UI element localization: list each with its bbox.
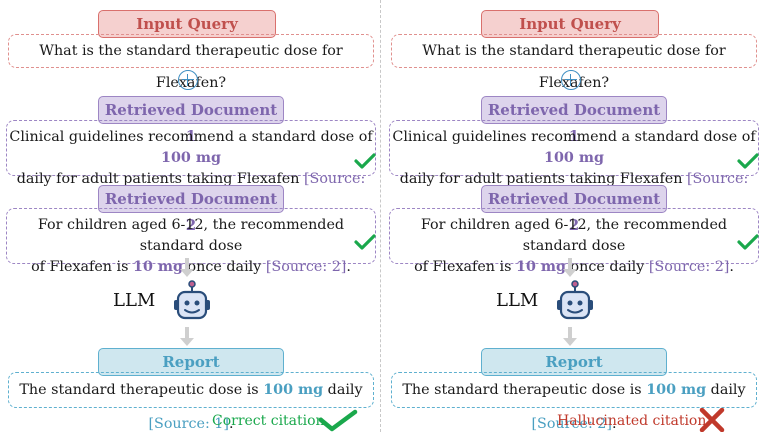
report-header: Report — [481, 348, 667, 376]
document-2-line-1: For children aged 6-12, the recommended … — [420, 217, 728, 254]
document-2-line-1: For children aged 6-12, the recommended … — [37, 217, 345, 254]
robot-icon — [557, 280, 593, 320]
llm-label: LLM — [496, 290, 539, 311]
citation: [Source: 2] — [648, 259, 730, 275]
document-2-line-2: of Flexafen is 10 mg once daily [Source:… — [414, 259, 734, 275]
verdict-label: Hallucinated citation — [557, 413, 707, 429]
report-box: The standard therapeutic dose is 100 mg … — [8, 372, 374, 432]
report-box: The standard therapeutic dose is 100 mg … — [391, 372, 757, 432]
document-1-line-1: Clinical guidelines recommend a standard… — [392, 129, 756, 166]
panel-hallucinated: Input Query What is the standard therape… — [383, 0, 761, 432]
dose-highlight: 10 mg — [516, 259, 567, 275]
arrow-down-icon — [563, 327, 577, 346]
check-icon — [737, 153, 759, 169]
document-1-box: Clinical guidelines recommend a standard… — [6, 120, 376, 208]
arrow-down-icon — [180, 258, 194, 277]
check-icon — [354, 234, 376, 250]
document-1-box: Clinical guidelines recommend a standard… — [389, 120, 759, 208]
arrow-down-icon — [180, 327, 194, 346]
document-2-box: For children aged 6-12, the recommended … — [6, 208, 376, 275]
plus-icon — [561, 70, 581, 90]
query-box: What is the standard therapeutic dose fo… — [8, 34, 374, 91]
document-1-line-1: Clinical guidelines recommend a standard… — [9, 129, 373, 166]
document-1-line-2: daily for adult patients taking Flexafen… — [390, 169, 758, 211]
input-query-header: Input Query — [98, 10, 276, 38]
document-1-header: Retrieved Document 1 — [98, 96, 284, 145]
dose-highlight: 100 mg — [263, 382, 324, 398]
query-box: What is the standard therapeutic dose fo… — [391, 34, 757, 91]
llm-label: LLM — [113, 290, 156, 311]
check-icon — [737, 234, 759, 250]
citation: [Source: 2] — [265, 259, 347, 275]
check-icon — [354, 153, 376, 169]
document-2-line-2: of Flexafen is 10 mg once daily [Source:… — [31, 259, 351, 275]
arrow-down-icon — [563, 258, 577, 277]
document-1-header: Retrieved Document 1 — [481, 96, 667, 145]
document-2-box: For children aged 6-12, the recommended … — [389, 208, 759, 275]
verdict-label: Correct citation — [212, 413, 325, 429]
dose-highlight: 100 mg — [544, 150, 604, 166]
dose-highlight: 100 mg — [161, 150, 221, 166]
cross-icon — [699, 408, 725, 432]
dose-highlight: 100 mg — [646, 382, 707, 398]
citation: [Source: 1] — [148, 416, 229, 432]
plus-icon — [178, 70, 198, 90]
report-header: Report — [98, 348, 284, 376]
robot-icon — [174, 280, 210, 320]
dose-highlight: 10 mg — [133, 259, 184, 275]
citation: [Source: 2] — [531, 416, 612, 432]
check-icon — [318, 409, 358, 432]
panel-correct: Input Query What is the standard therape… — [0, 0, 378, 432]
panel-divider — [380, 0, 381, 432]
input-query-header: Input Query — [481, 10, 659, 38]
